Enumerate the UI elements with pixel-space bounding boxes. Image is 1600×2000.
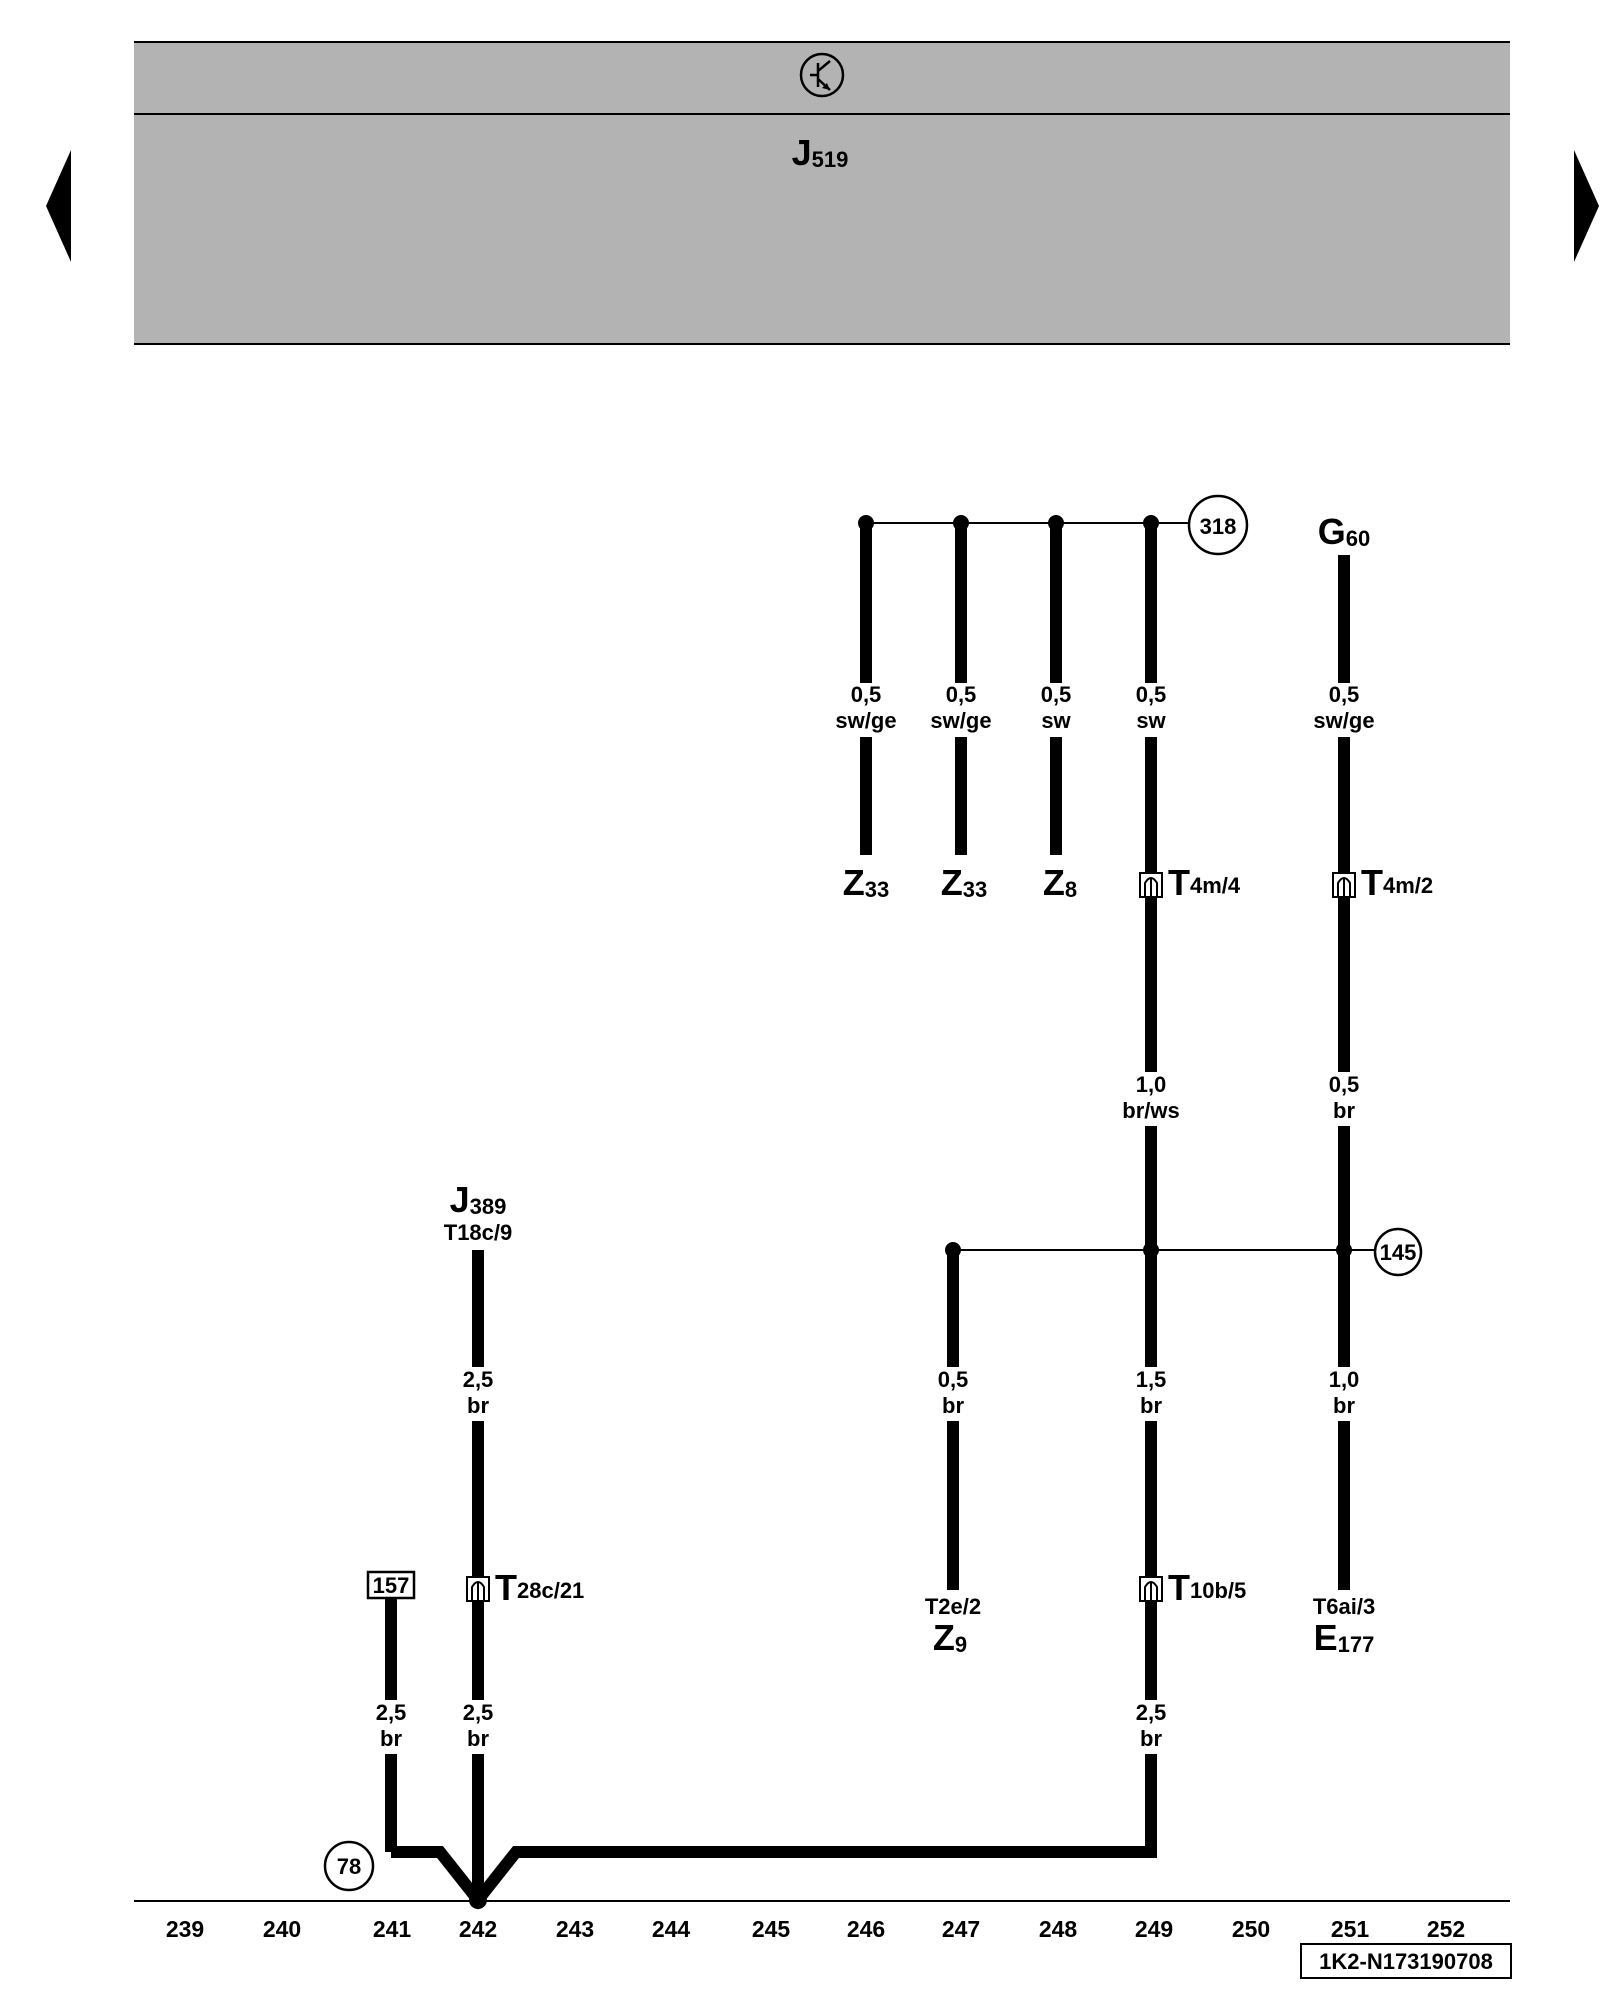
svg-text:0,5: 0,5 [851,682,882,707]
svg-text:0,5: 0,5 [1329,682,1360,707]
connector-t10b-5: T10b/5 [1139,1567,1246,1608]
svg-text:0,5: 0,5 [938,1367,969,1392]
svg-text:145: 145 [1380,1240,1417,1265]
grid-number-252: 252 [1427,1916,1465,1942]
next-page-arrow[interactable] [1574,150,1599,262]
svg-text:318: 318 [1200,514,1237,539]
svg-text:T4m/2: T4m/2 [1361,862,1433,903]
grid-number-251: 251 [1331,1916,1370,1942]
svg-text:2,5: 2,5 [463,1700,494,1725]
ref-145-marker[interactable]: 145 [1373,1227,1423,1277]
control-unit-header: J519 [134,41,1510,345]
grid-number-240: 240 [263,1916,301,1942]
svg-text:sw/ge: sw/ge [930,708,991,733]
svg-text:sw/ge: sw/ge [835,708,896,733]
document-code-box: 1K2-N173190708 [1300,1943,1512,1979]
svg-text:0,5: 0,5 [1041,682,1072,707]
wire-249-middle: 1,5 br [1136,1250,1167,1700]
grid-number-249: 249 [1135,1916,1173,1942]
grid-number-248: 248 [1039,1916,1078,1942]
svg-text:0,5: 0,5 [1329,1072,1360,1097]
wire-249-lower-size: 2,5 [1136,1700,1167,1725]
pin-t18c-9: T18c/9 [444,1220,513,1245]
grid-numbers: 239 240 241 242 243 244 245 246 247 248 249 250 251 2… [166,1916,1465,1942]
grid-number-243: 243 [556,1916,594,1942]
svg-text:0,5: 0,5 [946,682,977,707]
svg-text:br: br [1333,1098,1355,1123]
component-g60: G60 [1318,511,1371,552]
component-z9: Z9 [933,1617,967,1658]
header-module-label: J519 [792,132,849,173]
svg-text:1,5: 1,5 [1136,1367,1167,1392]
grid-number-247: 247 [942,1916,980,1942]
grid-number-239: 239 [166,1916,204,1942]
svg-text:2,5: 2,5 [463,1367,494,1392]
svg-text:br: br [1333,1393,1355,1418]
wire-z33b: 0,5 sw/ge [930,515,992,855]
grid-number-250: 250 [1232,1916,1270,1942]
svg-text:br: br [380,1726,402,1751]
svg-text:br: br [1140,1393,1162,1418]
connector-t28c-21: T28c/21 [466,1567,584,1608]
wire-z8: 0,5 sw [1041,515,1072,855]
svg-text:0,5: 0,5 [1136,682,1167,707]
prev-page-arrow[interactable] [46,150,71,262]
svg-text:T4m/4: T4m/4 [1168,862,1241,903]
pin-t6ai-3: T6ai/3 [1313,1594,1375,1619]
connector-t4m-4: T4m/4 [1139,862,1241,903]
pin-t2e-2: T2e/2 [925,1594,981,1619]
svg-text:sw: sw [1136,708,1166,733]
grid-number-244: 244 [652,1916,691,1942]
grid-number-245: 245 [752,1916,791,1942]
wire-157: 2,5 br [376,1598,407,1852]
svg-text:1,0: 1,0 [1136,1072,1167,1097]
svg-text:br: br [467,1726,489,1751]
svg-text:78: 78 [337,1854,361,1879]
grid-number-242: 242 [459,1916,497,1942]
svg-text:T28c/21: T28c/21 [495,1567,584,1608]
wire-z33a: 0,5 sw/ge [835,515,897,855]
svg-text:1,0: 1,0 [1329,1367,1360,1392]
connector-t4m-2: T4m/2 [1332,862,1433,903]
ground-connection [391,1754,1157,1910]
wire-j389: 2,5 br 2,5 br [463,1250,494,1900]
component-z33-a: Z33 [843,862,889,903]
ref-78-marker[interactable]: 78 [323,1840,375,1892]
wire-z9: 0,5 br [938,1242,969,1590]
ref-157-marker[interactable]: 157 [366,1570,416,1600]
svg-text:T10b/5: T10b/5 [1168,1567,1246,1608]
wire-251-upper: 0,5 sw/ge 0,5 br [1313,555,1375,1250]
component-e177: E177 [1314,1617,1375,1658]
svg-text:157: 157 [373,1573,410,1598]
component-z8: Z8 [1043,862,1077,903]
wire-249-lower-color: br [1140,1726,1162,1751]
grid-number-241: 241 [373,1916,412,1942]
svg-text:br: br [942,1393,964,1418]
wire-e177: 1,0 br [1329,1250,1360,1590]
component-j389: J389 [450,1179,507,1220]
component-z33-b: Z33 [941,862,987,903]
grid-number-246: 246 [847,1916,885,1942]
circle-transistor-icon [799,52,845,98]
svg-text:br/ws: br/ws [1122,1098,1179,1123]
svg-text:br: br [467,1393,489,1418]
wire-249-upper: 0,5 sw 1,0 br/ws [1122,515,1180,1250]
svg-text:1K2-N173190708: 1K2-N173190708 [1319,1949,1493,1974]
ref-318-marker[interactable]: 318 [1187,494,1249,556]
svg-text:sw: sw [1041,708,1071,733]
svg-text:2,5: 2,5 [376,1700,407,1725]
svg-text:sw/ge: sw/ge [1313,708,1374,733]
